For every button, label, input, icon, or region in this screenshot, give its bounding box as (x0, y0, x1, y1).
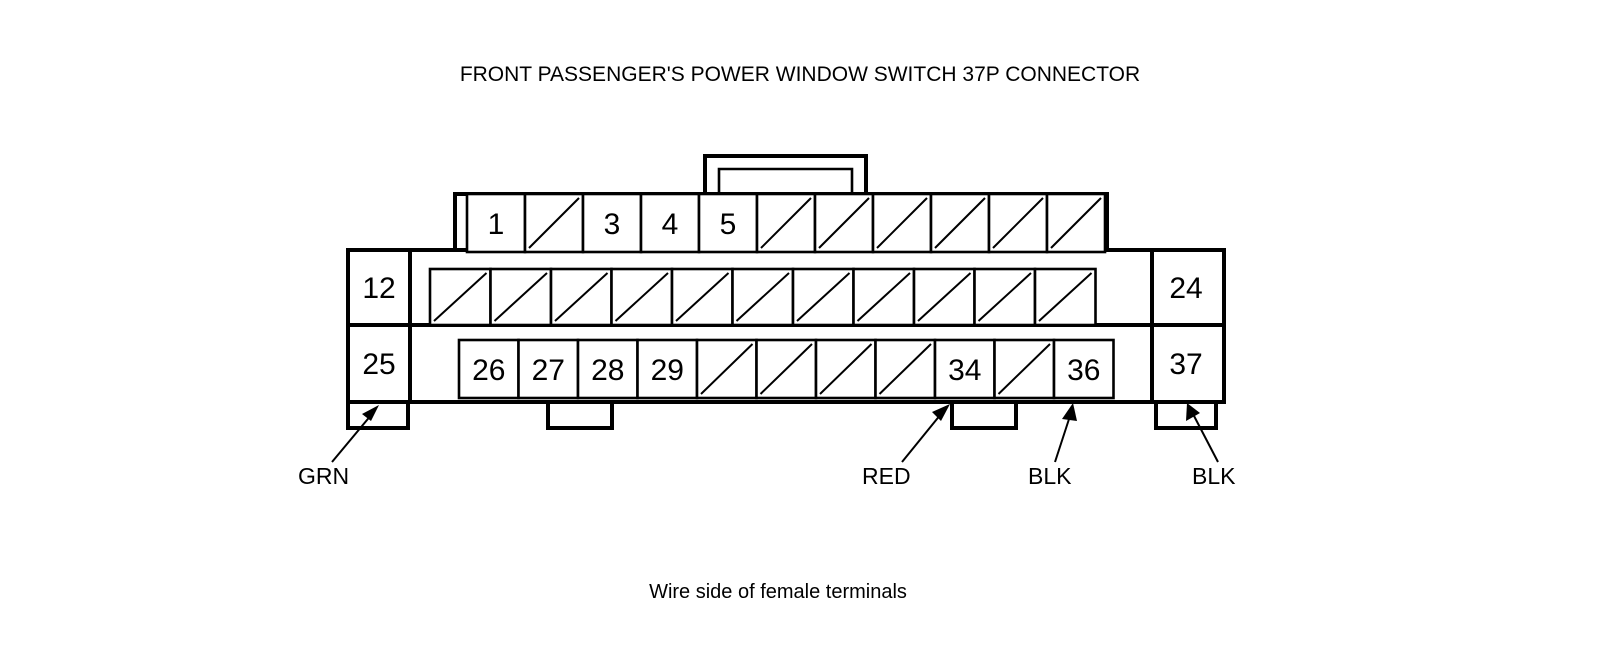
arrow-red (901, 404, 950, 463)
unused-pin-slash (554, 272, 609, 322)
pin-row-top: 1 3 4 5 (465, 192, 1107, 254)
pin-cell-unused (874, 338, 937, 400)
pin-cell: 26 (457, 338, 520, 400)
pin-cell-unused (731, 267, 795, 327)
wire-grn-label: GRN (298, 463, 349, 489)
pin-cell-unused (1033, 267, 1097, 327)
unused-pin-slash (997, 343, 1051, 395)
pin-number-label: 34 (948, 354, 981, 387)
pin-cell-unused (814, 338, 877, 400)
unused-pin-slash (934, 197, 986, 249)
pin-cell-unused (993, 338, 1056, 400)
pin-cell-unused (791, 267, 855, 327)
unused-pin-slash (977, 272, 1032, 322)
pin-label-left-top: 12 (362, 272, 395, 305)
unused-pin-slash (819, 343, 873, 395)
pin-cell-unused (755, 192, 817, 254)
pin-cell: 28 (576, 338, 639, 400)
wire-blk1-label: BLK (1028, 463, 1072, 489)
pin-number-label: 28 (591, 354, 624, 387)
pin-cell-unused (852, 267, 916, 327)
pin-number-label: 27 (532, 354, 565, 387)
unused-pin-slash (1050, 197, 1102, 249)
pin-cell: 5 (697, 192, 759, 254)
connector-latch-handle (703, 154, 868, 194)
unused-pin-slash (675, 272, 730, 322)
unused-pin-slash (759, 343, 813, 395)
pin-label-right-top: 24 (1169, 272, 1202, 305)
pin-cell-unused (670, 267, 734, 327)
pin-number-label: 36 (1067, 354, 1100, 387)
page-title: FRONT PASSENGER'S POWER WINDOW SWITCH 37… (460, 63, 1140, 86)
unused-pin-slash (856, 272, 911, 322)
pin-cell-unused (1045, 192, 1107, 254)
unused-pin-slash (818, 197, 870, 249)
pin-number-label: 4 (662, 208, 679, 241)
pin-cell-unused (912, 267, 976, 327)
pin-cell-unused (871, 192, 933, 254)
pin-label-right-bottom: 37 (1169, 348, 1202, 381)
wire-callout-arrows (331, 403, 1219, 463)
unused-pin-slash (433, 272, 488, 322)
pin-number-label: 29 (651, 354, 684, 387)
pin-cell-unused (523, 192, 585, 254)
unused-pin-slash (992, 197, 1044, 249)
pin-number-label: 3 (604, 208, 621, 241)
pin-cell-unused (813, 192, 875, 254)
pin-cell-box (465, 192, 527, 254)
wire-blk2-label: BLK (1192, 463, 1236, 489)
arrow-blk-middle (1054, 403, 1077, 463)
unused-pin-slash (614, 272, 669, 322)
pin-cell: 1 (465, 192, 527, 254)
pin-cell-unused (973, 267, 1037, 327)
pin-cell-box (581, 192, 643, 254)
pin-cell-unused (695, 338, 758, 400)
pin-cell: 3 (581, 192, 643, 254)
pin-cell-unused (428, 267, 492, 327)
pin-label-left-bottom: 25 (362, 348, 395, 381)
pin-cell-unused (610, 267, 674, 327)
connector-bottom-tabs (346, 402, 1218, 430)
unused-pin-slash (796, 272, 851, 322)
pin-cell-box (517, 338, 580, 400)
unused-pin-slash (1038, 272, 1093, 322)
pin-cell-unused (755, 338, 818, 400)
unused-pin-slash (876, 197, 928, 249)
pin-cell-unused (987, 192, 1049, 254)
unused-pin-slash (878, 343, 932, 395)
unused-pin-slash (735, 272, 790, 322)
pin-cell: 27 (517, 338, 580, 400)
wire-labels: GRN RED BLK BLK (298, 463, 1236, 489)
pin-number-label: 5 (720, 208, 737, 241)
pin-cell-unused (929, 192, 991, 254)
pin-cell: 29 (636, 338, 699, 400)
unused-pin-slash (493, 272, 548, 322)
arrow-grn (331, 405, 379, 463)
pin-cell: 36 (1052, 338, 1115, 400)
pin-cell-box (457, 338, 520, 400)
wire-red-label: RED (862, 463, 911, 489)
pin-row-bottom: 26 27 28 29 34 36 (457, 338, 1115, 400)
unused-pin-slash (700, 343, 754, 395)
figure-caption: Wire side of female terminals (649, 581, 907, 603)
pin-cell-unused (489, 267, 553, 327)
pin-cell-unused (549, 267, 613, 327)
arrow-blk-right (1186, 403, 1219, 463)
pin-cell: 34 (933, 338, 996, 400)
unused-pin-slash (528, 197, 580, 249)
pin-cell: 4 (639, 192, 701, 254)
pin-number-label: 26 (472, 354, 505, 387)
pin-cell-box (1052, 338, 1115, 400)
unused-pin-slash (917, 272, 972, 322)
unused-pin-slash (760, 197, 812, 249)
pin-row-middle (428, 267, 1097, 327)
pin-cell-box (639, 192, 701, 254)
pin-number-label: 1 (488, 208, 505, 241)
